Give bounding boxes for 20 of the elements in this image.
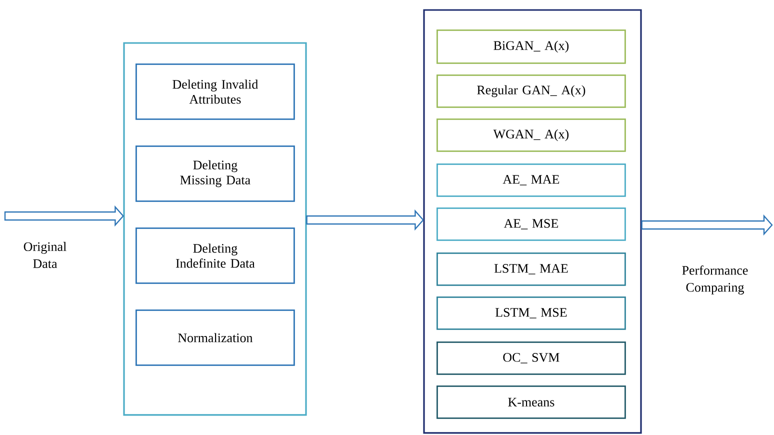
process-box: Regular GAN_ A(x) [436,74,626,108]
process-box: WGAN_ A(x) [436,118,626,152]
process-box: AE_ MSE [436,207,626,241]
process-box: LSTM_ MSE [436,296,626,330]
block-arrow [641,214,773,236]
edge-label: Performance Comparing [682,266,748,294]
process-box: OC_ SVM [436,341,626,375]
edge-label: Original Data [24,242,66,268]
process-box: Deleting Indefinite Data [136,227,295,284]
block-arrow [4,205,124,227]
group-box [123,42,307,416]
block-arrow [306,209,424,231]
process-box: K-means [436,385,626,419]
process-box: Deleting Missing Data [136,145,295,202]
process-box: LSTM_ MAE [436,252,626,286]
process-box: Normalization [136,309,295,366]
process-box: AE_ MAE [436,163,626,197]
process-box: Deleting Invalid Attributes [136,63,295,120]
group-box [423,9,642,434]
process-box: BiGAN_ A(x) [436,30,626,64]
